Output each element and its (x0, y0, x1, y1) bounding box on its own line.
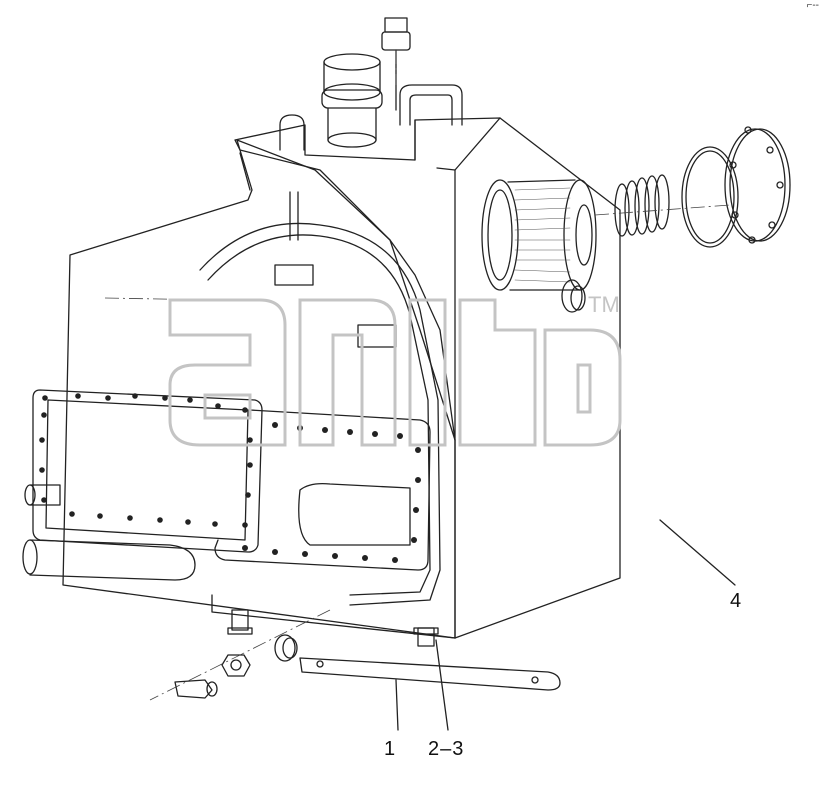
watermark-logo (168, 298, 622, 447)
spring (614, 174, 670, 237)
top-pipe (279, 84, 463, 151)
center-lines (104, 50, 731, 701)
leader-lines (395, 519, 736, 731)
mount-block (274, 264, 314, 286)
inspection-panel-left (32, 389, 263, 553)
callout-1: 1 (384, 738, 397, 760)
tank-body (62, 117, 621, 639)
o-ring (681, 146, 739, 248)
callout-2-3: 2–3 (428, 738, 465, 760)
mount-block (357, 324, 397, 348)
filter-mesh (514, 187, 571, 283)
cover-plate (724, 126, 791, 244)
outlet-pipe (22, 484, 196, 581)
sight-plug (561, 279, 586, 313)
drain-fittings (174, 609, 439, 699)
callout-4: 4 (730, 590, 743, 612)
corner-mark: ⌐-- (806, 0, 820, 11)
filter-element (481, 179, 597, 291)
watermark-tm: TM (588, 292, 620, 317)
filler-cap (321, 53, 383, 148)
mounting-bracket (299, 657, 561, 691)
inspection-panel-right (214, 409, 431, 571)
